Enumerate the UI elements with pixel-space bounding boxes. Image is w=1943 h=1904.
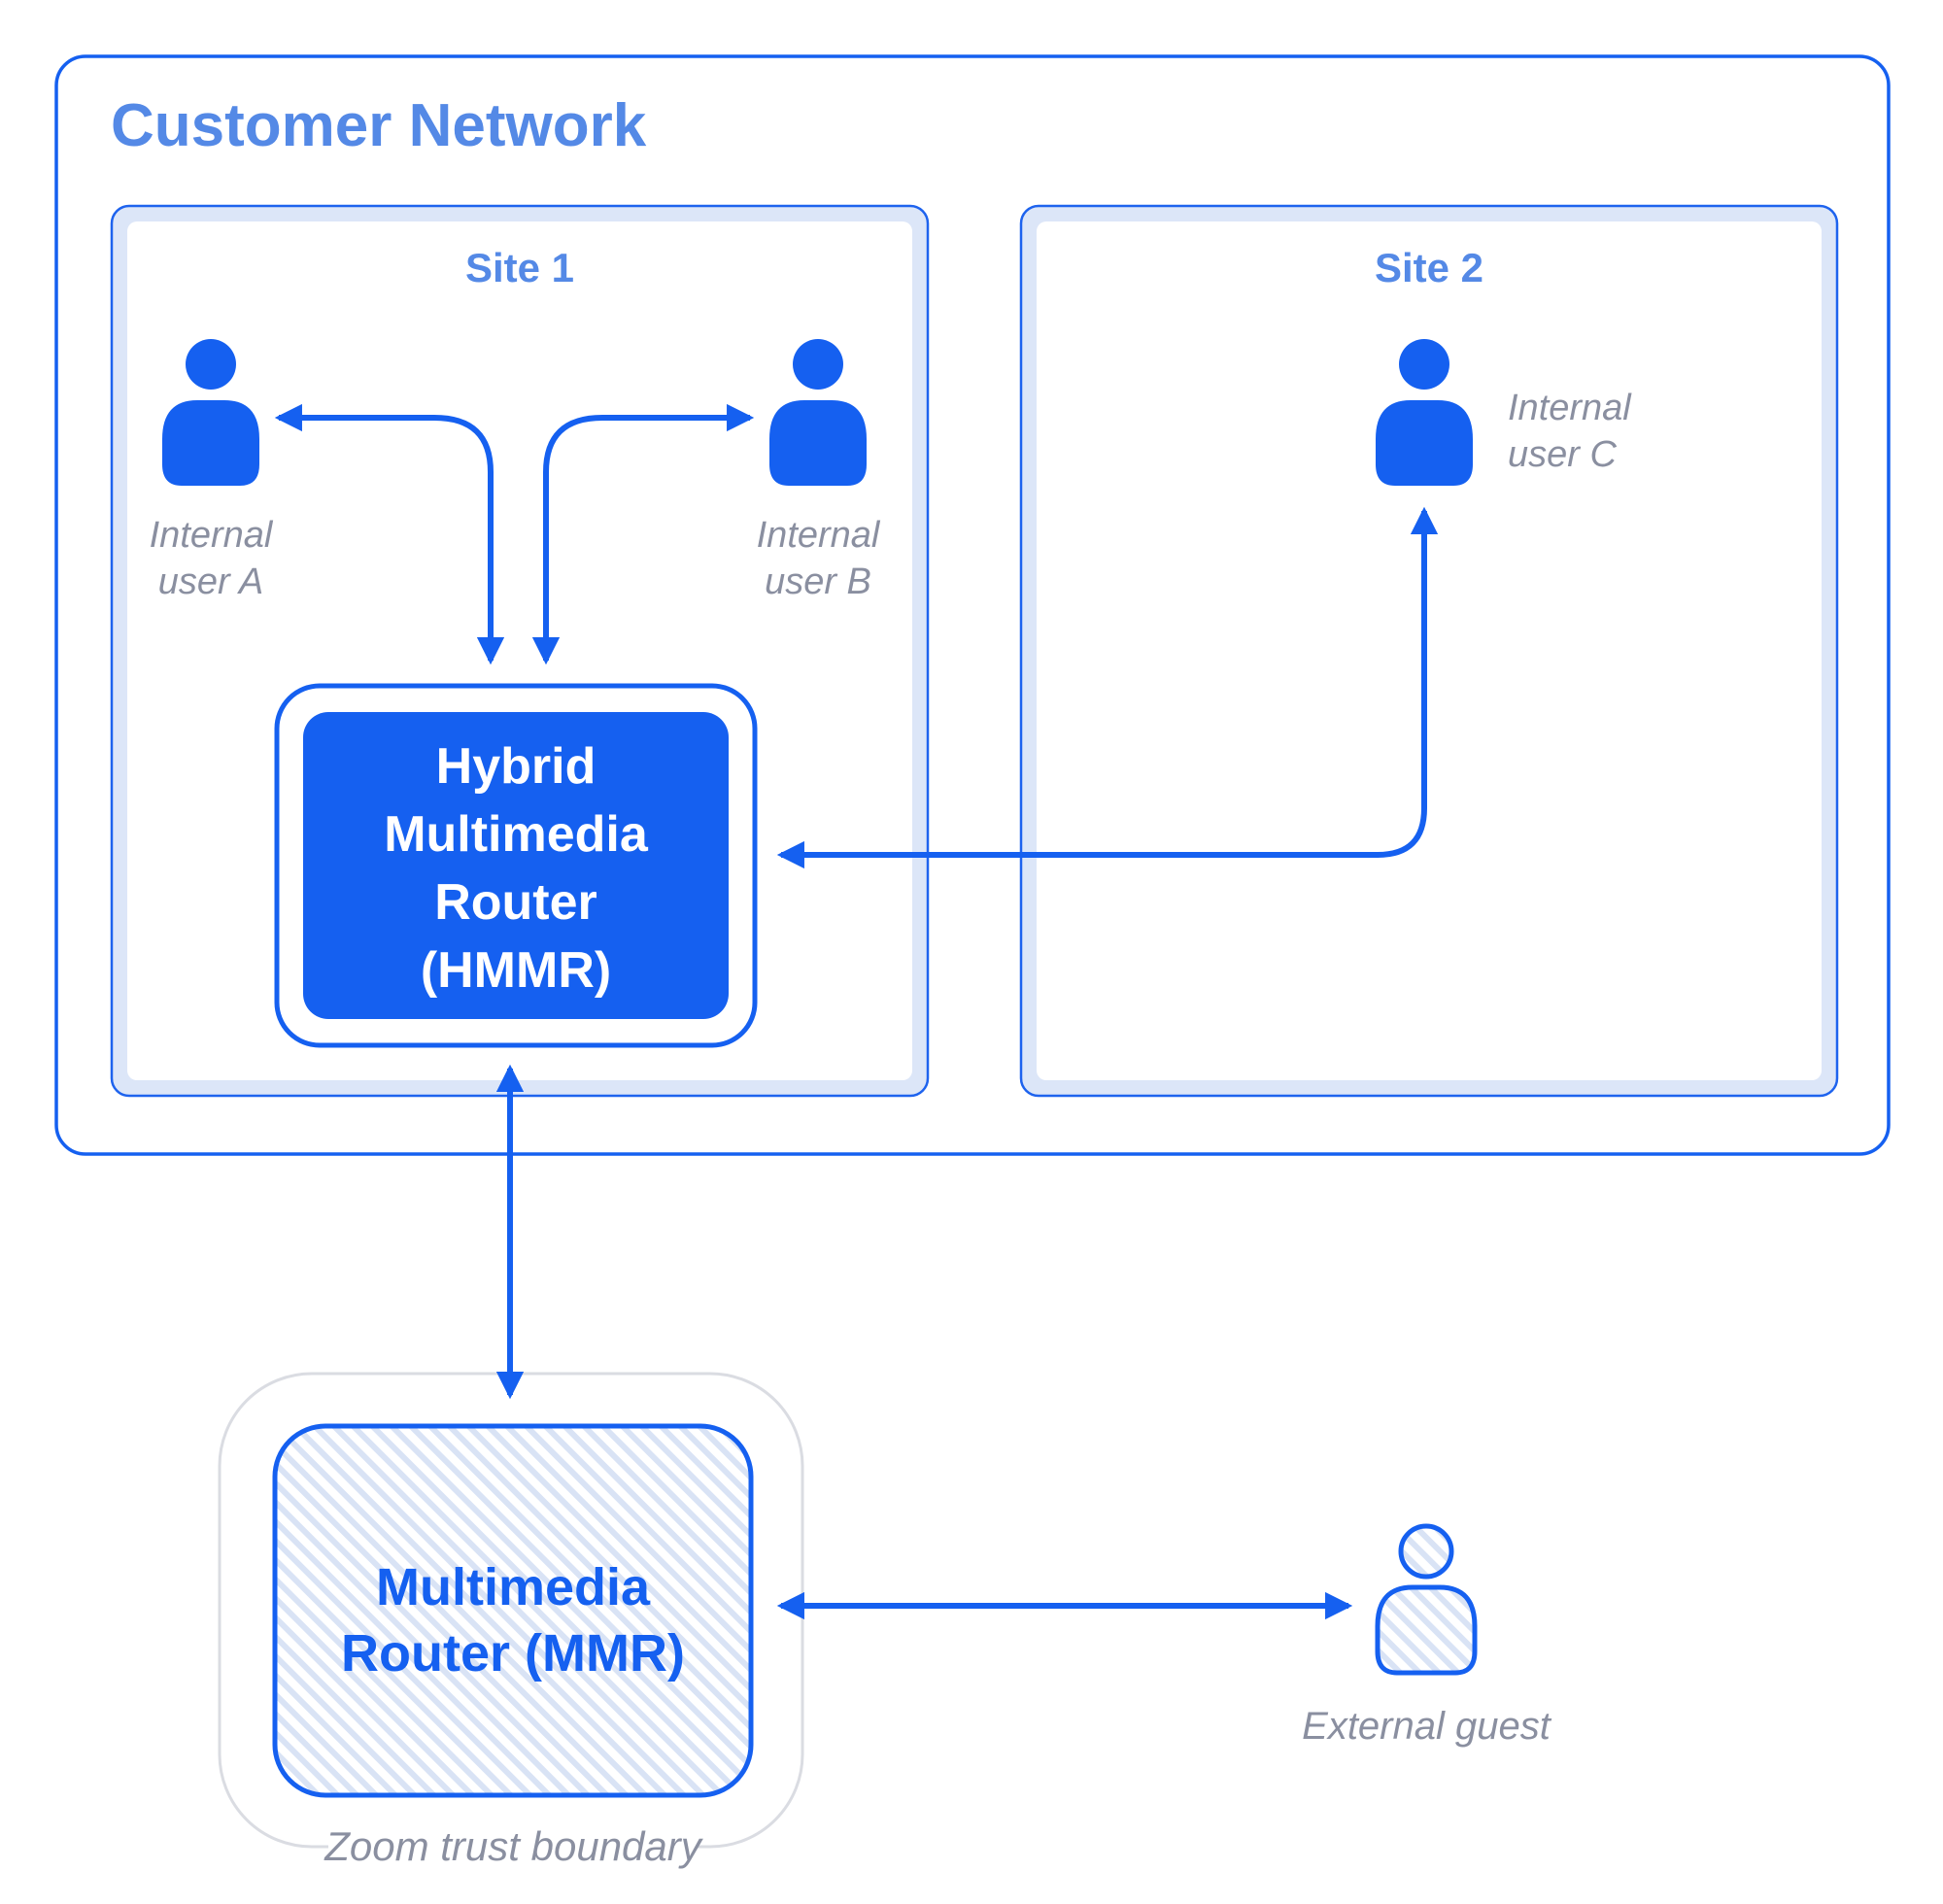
user-c-label-line1: Internal	[1508, 388, 1632, 428]
site1-label: Site 1	[465, 245, 574, 290]
user-c-label-line2: user C	[1508, 434, 1617, 475]
guest-icon	[1375, 1523, 1478, 1676]
mmr-node: Multimedia Router (MMR)	[272, 1423, 754, 1798]
trust-boundary-label-gap	[328, 1819, 698, 1875]
user-b-label-line2: user B	[765, 561, 871, 602]
hmmr-label-line3: Router	[434, 874, 597, 931]
arrow-user-b-to-hmmr	[531, 403, 755, 665]
hmmr-label-line2: Multimedia	[384, 806, 649, 863]
site2-label: Site 2	[1375, 245, 1483, 290]
hmmr-label-line4: (HMMR)	[421, 942, 611, 999]
arrow-user-a-to-hmmr	[274, 403, 505, 665]
arrow-user-c-to-hmmr	[776, 506, 1439, 869]
internal-user-a: Internal user A	[150, 339, 274, 602]
user-icon	[769, 339, 867, 486]
internal-user-c: Internal user C	[1376, 339, 1632, 486]
customer-network-title: Customer Network	[111, 92, 647, 159]
zoom-trust-boundary: Zoom trust boundary Multimedia Router (M…	[218, 1372, 804, 1875]
external-guest-label: External guest	[1302, 1705, 1552, 1748]
hmmr-label-line1: Hybrid	[436, 738, 597, 795]
user-icon	[1376, 339, 1473, 486]
mmr-label-line1: Multimedia	[376, 1558, 651, 1616]
hmmr-node: Hybrid Multimedia Router (HMMR)	[274, 683, 758, 1048]
user-a-label-line2: user A	[158, 561, 263, 602]
user-a-label-line1: Internal	[150, 515, 274, 556]
user-b-label-line1: Internal	[757, 515, 881, 556]
mmr-box	[272, 1423, 754, 1798]
site2-box: Site 2	[1019, 204, 1839, 1098]
user-icon	[162, 339, 259, 486]
external-guest: External guest	[1302, 1523, 1552, 1748]
hmmr-inner-box	[303, 712, 729, 1019]
mmr-label-line2: Router (MMR)	[341, 1624, 685, 1683]
trust-boundary-label: Zoom trust boundary	[324, 1823, 704, 1869]
